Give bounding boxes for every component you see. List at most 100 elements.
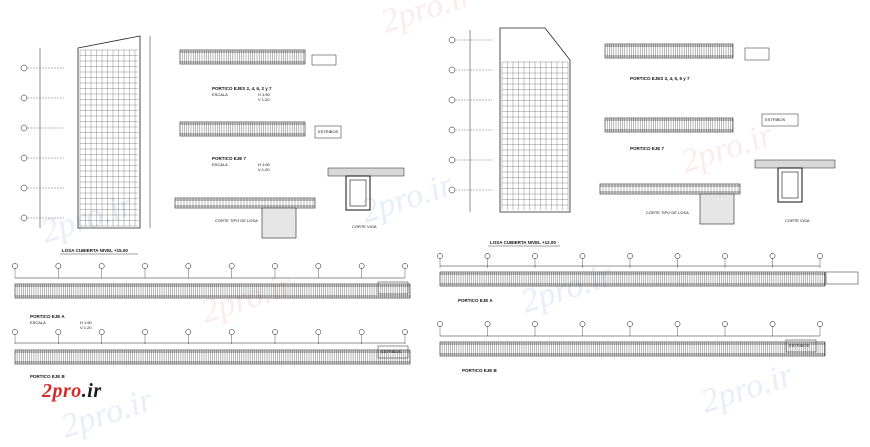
axis-bubble [722,253,728,259]
right-long-beam-a: PORTICO EJE A [437,253,826,303]
axis-bubble [228,329,235,335]
axis-bubble [448,126,456,134]
axis-bubble [448,186,456,194]
slab-title: LOSA CUBIERTA NIVEL +15.00 [62,248,128,253]
right-slab-section: CORTE TIPO DE LOSA [599,183,741,225]
axis-bubble [627,253,633,259]
rebar-hatch [175,198,315,208]
watermark-suffix: .ir [81,380,102,402]
left-beam-top: PORTICO EJES 2, 4, 6, 2 y 7 ESCALA H 1:5… [179,49,306,102]
rebar-hatch [605,118,733,132]
left-slab-section: CORTE TIPO DE LOSA [174,197,316,239]
right-beam-mid: PORTICO EJE 7 [604,117,734,151]
axis-bubble [55,263,62,269]
note-label: ESTRIBOS [789,343,810,348]
scale-label: ESCALA [212,162,228,167]
axis-bubble [358,329,365,335]
axis-bubble [532,253,538,259]
note-label: ESTRIBOS [381,349,402,354]
axis-bubble [55,329,62,335]
beam-title: PORTICO EJE 7 [212,156,247,161]
beam-title: PORTICO EJE 7 [630,146,665,151]
axis-bubble [627,321,633,327]
left-beam-mid: PORTICO EJE 7 ESCALA H 1:50 V 1:20 [179,121,306,172]
left-long-beam-b: PORTICO EJE B [12,329,411,379]
axis-bubble [20,154,28,162]
column-section-title: CORTE VIGA [785,218,810,223]
scale-label: ESCALA [212,92,228,97]
rebar-hatch [15,350,410,364]
left-column-section: CORTE VIGA [327,167,405,229]
axis-bubble [448,36,456,44]
axis-bubble [20,94,28,102]
scale-label: ESCALA [30,320,46,325]
beam-title: PORTICO EJE A [458,298,493,303]
rebar-hatch [605,44,733,58]
rebar-hatch [180,122,305,136]
scale-h: H 1:50 [258,162,271,167]
right-slab-plan: LOSA CUBIERTA NIVEL +12.00 [448,27,571,247]
right-long-beam-b: PORTICO EJE B [437,321,826,373]
axis-bubble [579,321,586,327]
axis-bubble [272,329,278,335]
axis-bubble [437,321,443,327]
axis-bubbles [448,36,492,194]
axis-row [12,263,408,278]
rebar-hatch [180,50,305,64]
axis-bubble [484,321,491,327]
right-column-section: CORTE VIGA [754,159,836,223]
axis-bubble [722,321,728,327]
beam-title: PORTICO EJE A [30,314,65,319]
slab-title: LOSA CUBIERTA NIVEL +12.00 [490,240,556,245]
axis-bubble [20,64,28,72]
axis-bubble [448,66,456,74]
axis-bubble [817,253,823,259]
axis-bubble [437,253,443,259]
axis-bubble [769,321,776,327]
axis-bubble [20,214,28,222]
right-beam-top: PORTICO EJES 3, 4, 5, 6 y 7 [604,43,734,81]
axis-bubble [579,253,586,259]
note-label: ESTRIBOS [318,129,339,134]
axis-bubble [358,263,365,269]
left-long-beam-a: PORTICO EJE A ESCALA H 1:50 V 1:20 [12,263,411,330]
beam-title: PORTICO EJE B [462,368,498,373]
watermark-logo: 2pro.ir [42,380,102,403]
axis-bubbles [20,64,64,222]
axis-bubble [98,329,105,335]
axis-row [437,321,823,336]
left-slab-plan: LOSA CUBIERTA NIVEL +15.00 [20,35,151,255]
axis-bubble [402,263,408,269]
axis-bubble [674,253,681,259]
axis-bubble [142,263,148,269]
scale-v: V 1:20 [258,97,270,102]
scale-h: H 1:50 [258,92,271,97]
rebar-hatch [440,342,825,356]
axis-bubble [674,321,681,327]
axis-bubble [817,321,823,327]
axis-bubble [272,263,278,269]
axis-bubble [315,329,322,335]
axis-bubble [98,263,105,269]
rebar-hatch [15,284,410,298]
column-section-title: CORTE VIGA [352,224,377,229]
axis-bubble [484,253,491,259]
scale-v: V 1:20 [258,167,270,172]
axis-bubble [185,263,192,269]
cad-drawing-sheet: LOSA CUBIERTA NIVEL +15.00 PORTICO EJES … [12,27,859,379]
axis-bubble [185,329,192,335]
beam-title: PORTICO EJE B [30,374,66,379]
note-label: ESTRIBOS [765,117,786,122]
slab-grid [79,49,138,227]
slab-grid [501,61,569,210]
axis-bubble [228,263,235,269]
axis-row [12,329,408,344]
rebar-hatch [440,272,825,286]
axis-bubble [448,156,456,164]
axis-bubble [12,263,18,269]
axis-bubble [769,253,776,259]
scale-h: H 1:50 [80,320,93,325]
rebar-hatch [600,184,740,194]
watermark-brand: 2pro [42,380,82,402]
axis-bubble [315,263,322,269]
